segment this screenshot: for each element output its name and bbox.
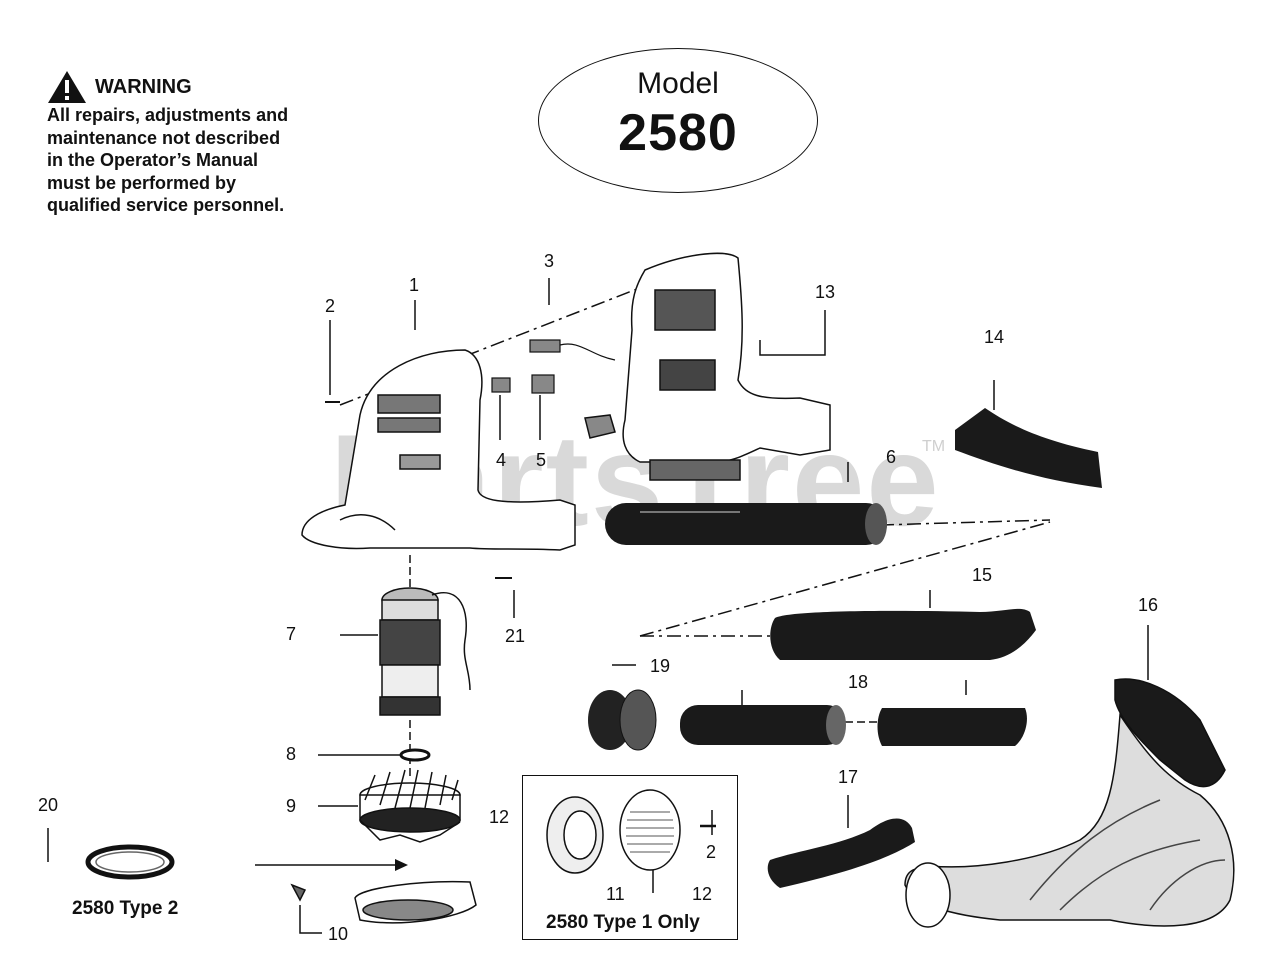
callout-9: 9 [286,796,297,816]
base-cover-part [290,880,477,924]
callout-11: 11 [606,884,625,904]
grille-cover-part [619,789,681,871]
collar-part [588,689,657,751]
callout-7: 7 [286,624,297,644]
warning-block: WARNING All repairs, adjustments and mai… [47,70,291,217]
callout-5: 5 [536,450,547,470]
warning-heading: WARNING [47,70,291,104]
model-number: 2580 [618,104,738,162]
caption-type2: 2580 Type 2 [72,898,179,919]
model-label: Model [637,67,719,100]
type1-inset-box [522,775,738,940]
callout-21: 21 [505,626,526,646]
callout-2-inset: 2 [706,842,717,862]
washer-part [399,748,431,762]
callout-15: 15 [972,565,993,585]
gasket-ring-part [85,844,175,880]
elbow-nozzle-part [955,408,1102,488]
assembly-line-tube [879,519,1051,526]
motor-part [379,587,471,716]
assembly-line-nozzle [639,521,1051,637]
callout-1: 1 [409,275,420,295]
leader-13 [759,310,826,356]
arrow-head-icon [395,859,408,871]
warning-text: All repairs, adjustments and maintenance… [47,105,289,215]
callout-4: 4 [496,450,507,470]
callout-12-inset: 12 [692,884,713,904]
callout-13: 13 [815,282,836,302]
leader-10 [299,905,322,934]
callout-10: 10 [328,924,349,944]
caption-type1: 2580 Type 1 Only [546,912,700,933]
adapter-ring-part [546,796,604,874]
housing-left-part [301,349,576,551]
vacuum-tube-part [680,705,1027,746]
callout-2: 2 [325,296,336,316]
callout-16: 16 [1138,595,1159,615]
switch-parts [491,339,616,394]
callout-6: 6 [886,447,897,467]
callout-8: 8 [286,744,297,764]
callout-20: 20 [38,795,59,815]
callout-3: 3 [544,251,555,271]
concentrator-nozzle-part [770,608,1036,660]
warning-triangle-icon [48,71,86,103]
collection-bag-part [904,678,1235,928]
vacuum-elbow-part [767,818,915,888]
model-badge: Model 2580 [538,48,818,193]
callout-18: 18 [848,672,869,692]
blower-tube-part [605,503,887,545]
watermark-trademark: TM [922,438,946,455]
impeller-fan-part [359,769,461,843]
callout-14: 14 [984,327,1005,347]
callout-12: 12 [489,807,510,827]
upper-housing-part [584,252,831,481]
callout-19: 19 [650,656,671,676]
callout-17: 17 [838,767,859,787]
warning-heading-text: WARNING [95,75,192,98]
